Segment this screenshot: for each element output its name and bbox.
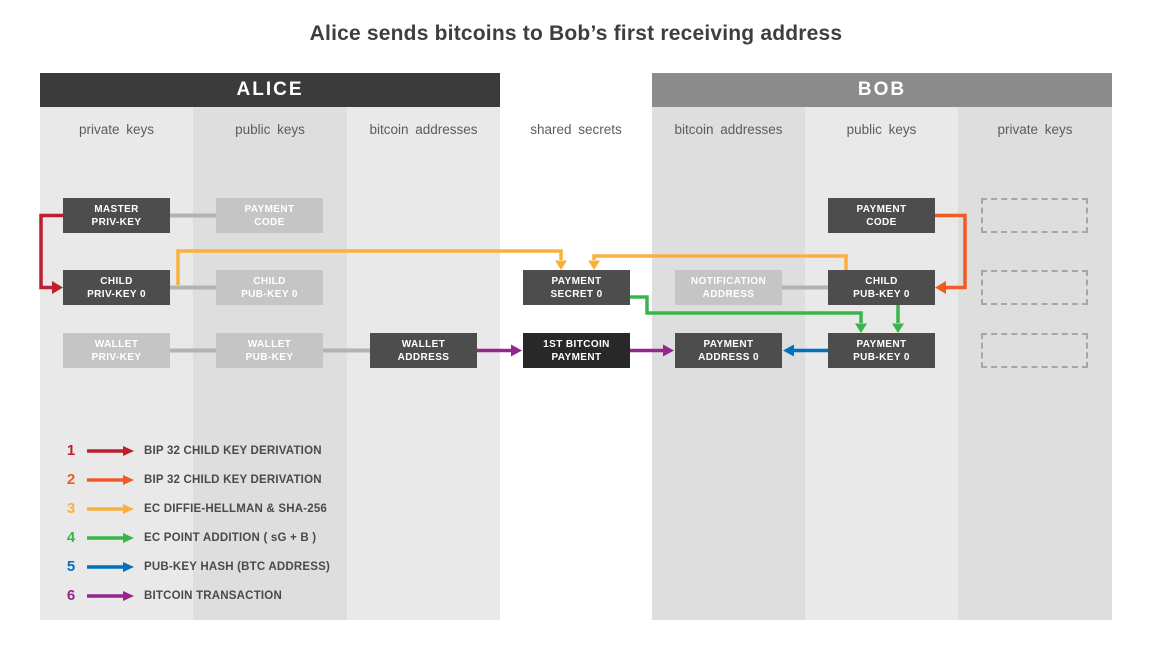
box-label-line: ADDRESS bbox=[397, 351, 450, 363]
child-priv-key-0-box: CHILD PRIV-KEY 0 bbox=[63, 270, 170, 305]
legend: 1 BIP 32 CHILD KEY DERIVATION 2 BIP 32 C… bbox=[62, 436, 330, 610]
box-label-line: PAYMENT bbox=[551, 351, 602, 363]
legend-number: 4 bbox=[66, 529, 76, 546]
empty-key-slot bbox=[981, 333, 1088, 368]
box-label-line: MASTER bbox=[94, 203, 139, 215]
payment-address-0-box: PAYMENT ADDRESS 0 bbox=[675, 333, 782, 368]
legend-arrow-icon bbox=[87, 503, 134, 514]
bob-payment-code-box: PAYMENT CODE bbox=[828, 198, 935, 233]
box-label-line: PAYMENT bbox=[244, 203, 295, 215]
box-label-line: CHILD bbox=[865, 275, 898, 287]
empty-key-slot bbox=[981, 270, 1088, 305]
legend-arrow-icon bbox=[87, 445, 134, 456]
wallet-pub-key-box: WALLET PUB-KEY bbox=[216, 333, 323, 368]
column-label-bob-private-keys: private keys bbox=[997, 121, 1073, 137]
alice-panel-header: ALICE bbox=[40, 73, 500, 107]
wallet-priv-key-box: WALLET PRIV-KEY bbox=[63, 333, 170, 368]
legend-item: 5 PUB-KEY HASH (BTC ADDRESS) bbox=[62, 552, 330, 581]
legend-label: EC DIFFIE-HELLMAN & SHA-256 bbox=[144, 502, 328, 515]
column-label-alice-private-keys: private keys bbox=[78, 121, 155, 137]
alice-child-pub-key-0-box: CHILD PUB-KEY 0 bbox=[216, 270, 323, 305]
payment-pub-key-0-box: PAYMENT PUB-KEY 0 bbox=[828, 333, 935, 368]
box-label-line: PAYMENT bbox=[703, 338, 754, 350]
box-label-line: NOTIFICATION bbox=[690, 275, 767, 287]
legend-label: BIP 32 CHILD KEY DERIVATION bbox=[144, 444, 322, 457]
box-label-line: CODE bbox=[254, 216, 285, 228]
legend-item: 3 EC DIFFIE-HELLMAN & SHA-256 bbox=[62, 494, 330, 523]
box-label-line: 1ST BITCOIN bbox=[543, 338, 610, 350]
box-label-line: PUB-KEY 0 bbox=[241, 288, 298, 300]
legend-number: 3 bbox=[66, 500, 76, 517]
notification-address-box: NOTIFICATION ADDRESS bbox=[675, 270, 782, 305]
box-label-line: ADDRESS 0 bbox=[698, 351, 759, 363]
legend-label: PUB-KEY HASH (BTC ADDRESS) bbox=[144, 560, 331, 573]
legend-number: 6 bbox=[66, 587, 76, 604]
box-label-line: PRIV-KEY 0 bbox=[87, 288, 146, 300]
box-label-line: SECRET 0 bbox=[550, 288, 603, 300]
wallet-address-box: WALLET ADDRESS bbox=[370, 333, 477, 368]
legend-label: EC POINT ADDITION ( sG + B ) bbox=[144, 531, 317, 544]
column-label-alice-bitcoin-addresses: bitcoin addresses bbox=[369, 121, 478, 137]
box-label-line: ADDRESS bbox=[702, 288, 755, 300]
box-label-line: PRIV-KEY bbox=[91, 351, 142, 363]
column-label-bob-public-keys: public keys bbox=[846, 121, 917, 137]
box-label-line: WALLET bbox=[94, 338, 139, 350]
legend-item: 2 BIP 32 CHILD KEY DERIVATION bbox=[62, 465, 330, 494]
payment-secret-0-box: PAYMENT SECRET 0 bbox=[523, 270, 630, 305]
bob-child-pub-key-0-box: CHILD PUB-KEY 0 bbox=[828, 270, 935, 305]
box-label-line: CHILD bbox=[100, 275, 133, 287]
box-label-line: WALLET bbox=[401, 338, 446, 350]
box-label-line: PAYMENT bbox=[551, 275, 602, 287]
legend-item: 6 BITCOIN TRANSACTION bbox=[62, 581, 330, 610]
diagram-title: Alice sends bitcoins to Bob’s first rece… bbox=[309, 22, 843, 45]
legend-item: 4 EC POINT ADDITION ( sG + B ) bbox=[62, 523, 330, 552]
first-bitcoin-payment-box: 1ST BITCOIN PAYMENT bbox=[523, 333, 630, 368]
box-label-line: CODE bbox=[866, 216, 897, 228]
legend-label: BITCOIN TRANSACTION bbox=[144, 589, 282, 602]
column-label-alice-public-keys: public keys bbox=[235, 121, 305, 137]
column-label-bob-bitcoin-addresses: bitcoin addresses bbox=[674, 121, 783, 137]
alice-payment-code-box: PAYMENT CODE bbox=[216, 198, 323, 233]
box-label-line: CHILD bbox=[253, 275, 286, 287]
bob-panel-header: BOB bbox=[652, 73, 1112, 107]
legend-label: BIP 32 CHILD KEY DERIVATION bbox=[144, 473, 322, 486]
legend-arrow-icon bbox=[87, 590, 134, 601]
legend-arrow-icon bbox=[87, 561, 134, 572]
box-label-line: PUB-KEY 0 bbox=[853, 351, 910, 363]
box-label-line: PRIV-KEY bbox=[91, 216, 142, 228]
legend-arrow-icon bbox=[87, 474, 134, 485]
master-priv-key-box: MASTER PRIV-KEY bbox=[63, 198, 170, 233]
legend-item: 1 BIP 32 CHILD KEY DERIVATION bbox=[62, 436, 330, 465]
box-label-line: PAYMENT bbox=[856, 338, 907, 350]
legend-number: 5 bbox=[66, 558, 76, 575]
column-label-shared-secrets: shared secrets bbox=[530, 121, 622, 137]
box-label-line: WALLET bbox=[247, 338, 292, 350]
empty-key-slot bbox=[981, 198, 1088, 233]
legend-number: 2 bbox=[66, 471, 76, 488]
legend-number: 1 bbox=[66, 442, 76, 459]
box-label-line: PUB-KEY bbox=[245, 351, 294, 363]
box-label-line: PAYMENT bbox=[856, 203, 907, 215]
box-label-line: PUB-KEY 0 bbox=[853, 288, 910, 300]
legend-arrow-icon bbox=[87, 532, 134, 543]
